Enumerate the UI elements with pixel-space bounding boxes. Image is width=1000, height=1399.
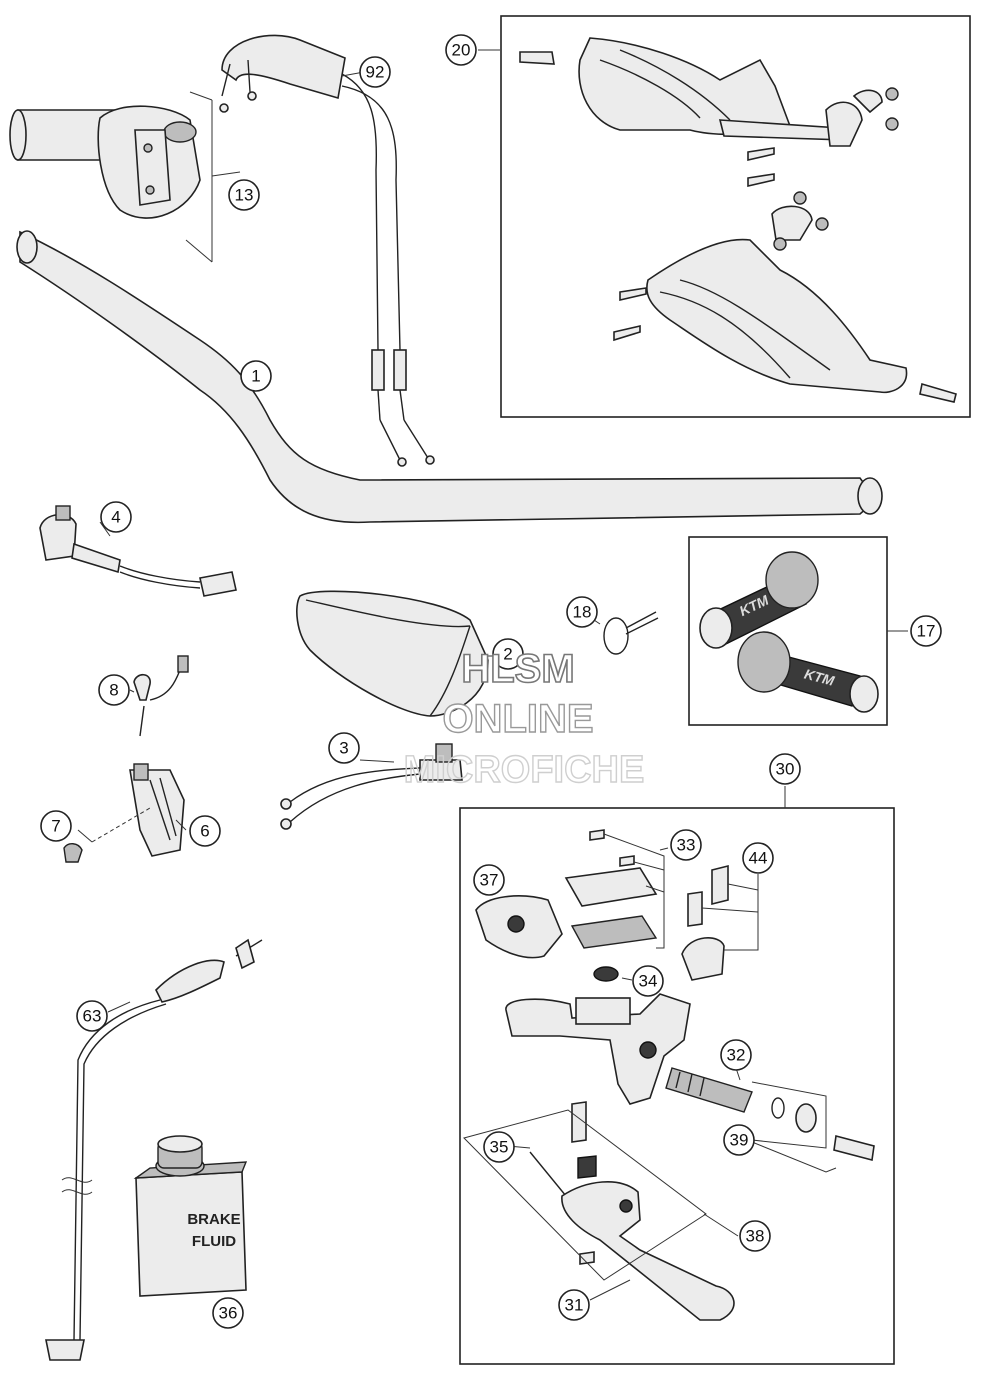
watermark: HLSM ONLINE MICROFICHE — [403, 646, 645, 792]
front-stop-switch — [280, 743, 463, 830]
start-button-group — [63, 655, 189, 863]
callout-8-label: 8 — [109, 681, 118, 700]
callout-39: 39 — [723, 1124, 755, 1156]
callout-2-label: 2 — [503, 645, 512, 664]
callout-18-label: 18 — [573, 603, 592, 622]
handlebar — [16, 230, 883, 524]
callout-20: 20 — [445, 34, 477, 66]
callout-20-label: 20 — [452, 41, 471, 60]
callout-34: 34 — [632, 965, 664, 997]
can-label-line2: FLUID — [192, 1233, 236, 1250]
callout-92-label: 92 — [366, 63, 385, 82]
callout-4: 4 — [100, 501, 132, 533]
kill-switch — [39, 505, 237, 597]
callout-4-label: 4 — [111, 508, 120, 527]
handguard-group-box — [500, 15, 971, 418]
callout-3-label: 3 — [339, 739, 348, 758]
callout-44-label: 44 — [749, 849, 768, 868]
callout-13-label: 13 — [235, 186, 254, 205]
watermark-line2: ONLINE — [442, 697, 593, 741]
callout-38: 38 — [739, 1220, 771, 1252]
callout-6-label: 6 — [200, 822, 209, 841]
brake-fluid-can: BRAKE FLUID — [133, 1135, 248, 1297]
handlebar-pad — [296, 590, 489, 717]
handguards — [519, 37, 957, 403]
callout-44: 44 — [742, 842, 774, 874]
can-label-line1: BRAKE — [187, 1211, 240, 1228]
callout-6: 6 — [189, 815, 221, 847]
master-cylinder-group-box — [459, 807, 895, 1365]
watermark-line3: MICROFICHE — [404, 749, 645, 791]
callout-33-label: 33 — [677, 836, 696, 855]
callout-31-label: 31 — [565, 1296, 584, 1315]
grip-lower-logo: KTM — [803, 666, 837, 689]
callout-30: 30 — [769, 753, 801, 785]
callout-7-label: 7 — [51, 817, 60, 836]
watermark-line1: HLSM — [461, 647, 574, 691]
callout-39-label: 39 — [730, 1131, 749, 1150]
callout-37-label: 37 — [480, 871, 499, 890]
cable-tie — [603, 611, 659, 655]
callout-35-label: 35 — [490, 1138, 509, 1157]
callout-1-label: 1 — [251, 367, 260, 386]
callout-63: 63 — [76, 1000, 108, 1032]
callout-34-label: 34 — [639, 972, 658, 991]
callout-33: 33 — [670, 829, 702, 861]
leader-lines — [77, 49, 908, 1301]
callout-92: 92 — [359, 56, 391, 88]
callout-36-label: 36 — [219, 1304, 238, 1323]
throttle-assembly — [9, 91, 213, 263]
callout-17-label: 17 — [917, 622, 936, 641]
callout-13: 13 — [228, 179, 260, 211]
callout-35: 35 — [483, 1131, 515, 1163]
callout-32-label: 32 — [727, 1046, 746, 1065]
grips: KTM KTM — [699, 551, 879, 713]
callout-8: 8 — [98, 674, 130, 706]
callout-32: 32 — [720, 1039, 752, 1071]
sensor-cable — [45, 938, 263, 1361]
callout-17: 17 — [910, 615, 942, 647]
callout-7: 7 — [40, 810, 72, 842]
callout-2: 2 — [492, 638, 524, 670]
master-cylinder-assembly — [475, 829, 875, 1321]
callout-1: 1 — [240, 360, 272, 392]
callout-38-label: 38 — [746, 1227, 765, 1246]
callout-30-label: 30 — [776, 760, 795, 779]
callout-63-label: 63 — [83, 1007, 102, 1026]
callout-18: 18 — [566, 596, 598, 628]
throttle-cables — [219, 34, 435, 467]
callout-31: 31 — [558, 1289, 590, 1321]
callout-36: 36 — [212, 1297, 244, 1329]
callout-37: 37 — [473, 864, 505, 896]
callout-3: 3 — [328, 732, 360, 764]
